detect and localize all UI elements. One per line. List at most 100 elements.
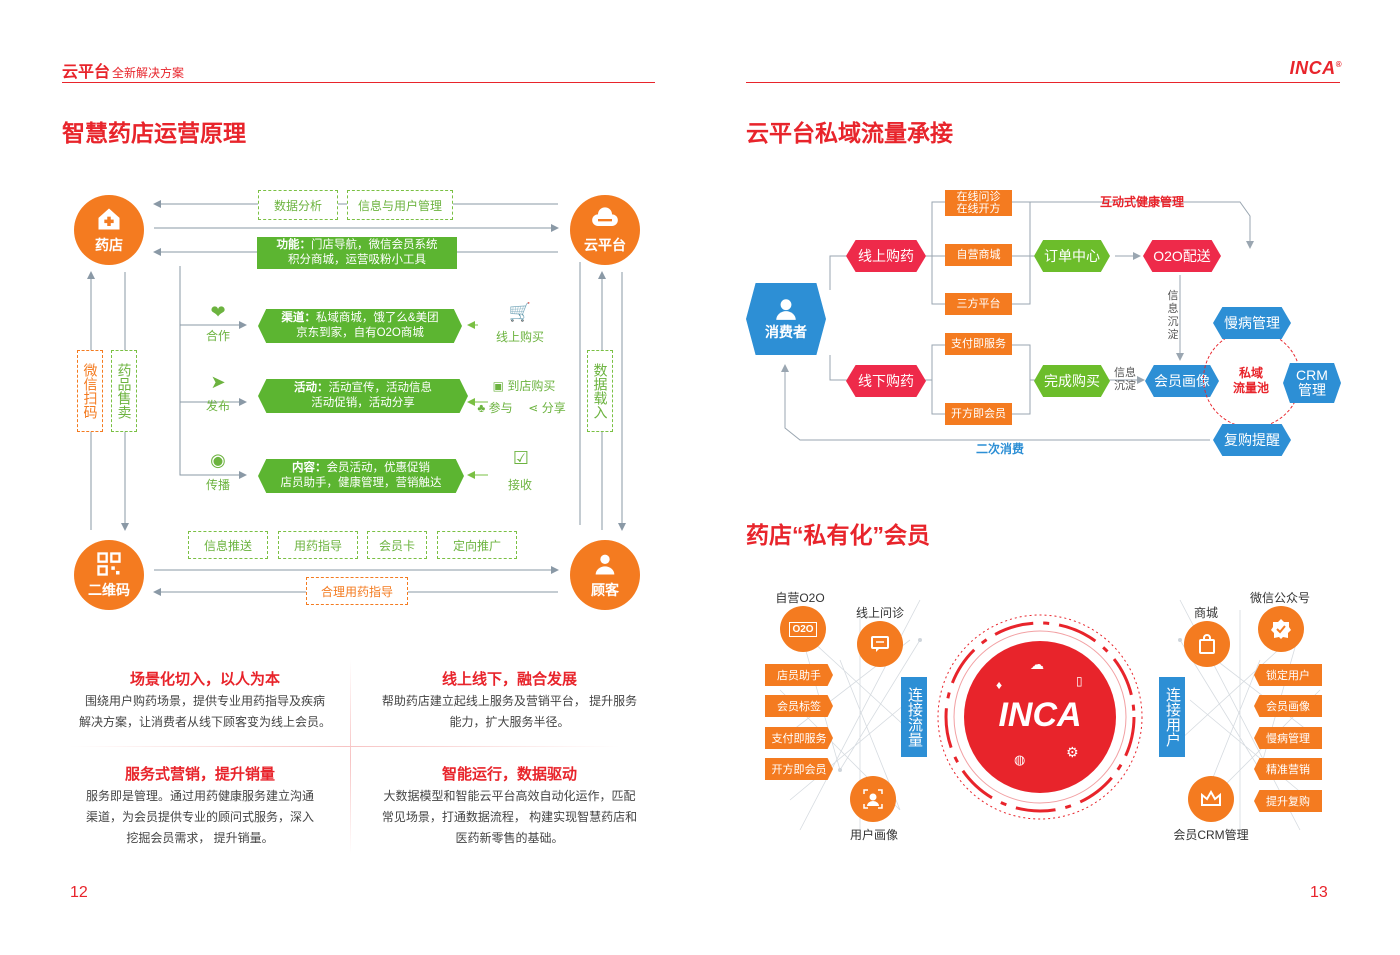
label-share: ⋖ 分享: [528, 401, 566, 415]
label-wechat-public: 微信公众号: [1249, 591, 1310, 605]
label-cooperate: 合作: [205, 329, 230, 343]
label-interactive-health: 互动式健康管理: [1100, 195, 1185, 209]
chat-icon: [871, 636, 889, 652]
label-participate: ♣ 参与: [477, 401, 513, 415]
gears-icon: ⚙: [1066, 744, 1079, 760]
globe-icon: ◍: [1014, 752, 1026, 767]
section-title-traffic: 云平台私域流量承接: [746, 120, 953, 146]
tag-open-member: 开方即会员: [765, 758, 833, 780]
o2o-circle: O2O: [780, 606, 826, 652]
label-mall: 商城: [1193, 606, 1218, 620]
tag-member-profile: 会员画像: [1254, 695, 1322, 717]
activity-box: 活动：活动宣传，活动信息 活动促销，活动分享: [258, 379, 468, 413]
node-qrcode: 二维码: [74, 540, 144, 610]
broadcast-icon: ◉: [210, 450, 226, 470]
tag-lock-user: 锁定用户: [1254, 664, 1322, 686]
bag-icon: [1199, 634, 1215, 654]
flow-pay-service: 支付即服务: [945, 333, 1012, 355]
private-pool-label: 私域流量池: [1232, 366, 1269, 395]
profile-circle: [850, 776, 896, 822]
flow-offline-buy: 线下购药: [846, 365, 926, 397]
o2o-screen-icon: O2O: [789, 621, 817, 637]
cloud-small-icon: ☁: [1030, 656, 1044, 672]
flow-self-mall: 自营商城: [945, 244, 1012, 266]
vbox-drug-sale: 药品售卖: [111, 350, 137, 432]
checkbox-icon: ☑: [512, 448, 530, 468]
node-pharmacy: 药店: [74, 195, 144, 265]
cart-icon: 🛒: [508, 302, 532, 322]
tag-data-analysis: 数据分析: [258, 190, 338, 220]
content-box: 内容：会员活动，优惠促销 店员助手，健康管理，营销触达: [258, 459, 464, 493]
card-divider-v: [350, 660, 351, 855]
card-divider-h: [70, 746, 620, 747]
handshake-icon: ❤: [210, 302, 226, 322]
person-icon: [776, 299, 796, 320]
section-title-operation: 智慧药店运营原理: [62, 120, 246, 146]
tag-precise-marketing: 精准营销: [1254, 758, 1322, 780]
share-icon: ⋖: [528, 401, 542, 415]
tag-targeted-promo: 定向推广: [437, 531, 517, 559]
label-member-crm: 会员CRM管理: [1173, 828, 1249, 842]
user-scan-icon: [863, 789, 883, 809]
crown-icon: [1201, 789, 1221, 806]
channel-box: 渠道：私域商城，饿了么&美团 京东到家，自有O2O商城: [258, 309, 462, 343]
tag-clerk-assistant: 店员助手: [765, 664, 833, 686]
tag-rational-med: 合理用药指导: [306, 577, 408, 605]
vbox-data-load: 数据载入: [587, 350, 613, 432]
label-info-settle-h: 信息沉淀: [1114, 367, 1136, 392]
label-online-buy: 线上购买: [495, 330, 544, 344]
flow-order-center: 订单中心: [1034, 240, 1110, 272]
card-service-marketing: 服务式营销，提升销量 服务即是管理。通过用药健康服务建立沟通渠道，为会员提供专业…: [85, 766, 314, 845]
vbox-wechat-scan: 微信扫码: [77, 350, 103, 432]
badge-check-icon: [1271, 619, 1291, 639]
node-cloud: 云平台: [570, 195, 640, 265]
cloud-icon: [592, 207, 618, 226]
crm-circle: [1188, 776, 1234, 822]
tag-member-label: 会员标签: [765, 695, 833, 717]
tag-pay-service: 支付即服务: [765, 727, 833, 749]
bulb-icon: ♦: [996, 678, 1003, 692]
group-icon: ♣: [477, 401, 489, 415]
header-brand: 云平台全新解决方案: [62, 64, 185, 81]
inca-center-emblem: [937, 614, 1143, 820]
wechat-circle: [1258, 606, 1304, 652]
flow-lines-right: [781, 201, 1254, 441]
flow-open-member: 开方即会员: [945, 403, 1012, 425]
header-divider-left: [62, 82, 655, 83]
label-receive: 接收: [507, 478, 532, 492]
page-number-left: 12: [70, 884, 88, 901]
card-scenario: 场景化切入，以人为本 围绕用户购药场景，提供专业用药指导及疾病解决方案，让消费者…: [78, 671, 331, 729]
flow-repurchase: 复购提醒: [1213, 424, 1291, 456]
label-publish: 发布: [205, 399, 230, 413]
label-spread: 传播: [205, 478, 230, 492]
mall-circle: [1184, 621, 1230, 667]
send-icon: ➤: [210, 372, 226, 392]
connect-user: 连接用户: [1159, 677, 1185, 757]
card-online-offline: 线上线下，融合发展 帮助药店建立起线上服务及营销平台， 提升服务能力，扩大服务半…: [381, 671, 638, 729]
store-icon: [98, 208, 120, 230]
function-box: 功能：门店导航，微信会员系统 积分商城，运营吸粉小工具: [257, 237, 457, 269]
store-buy-icon: ▣: [492, 379, 508, 393]
node-customer: 顾客: [570, 540, 640, 610]
phone-icon: ▯: [1076, 674, 1083, 688]
qrcode-icon: [97, 552, 121, 576]
tag-member-card: 会员卡: [367, 531, 427, 559]
tag-med-guide: 用药指导: [278, 531, 358, 559]
card-smart-data: 智能运行，数据驱动 大数据模型和智能云平台高效自动化运作，匹配常见场景，打通数据…: [381, 766, 638, 845]
inca-logo-header: INCA®: [1289, 58, 1342, 78]
flow-complete-buy: 完成购买: [1034, 365, 1110, 397]
page-number-right: 13: [1310, 884, 1328, 901]
tag-info-user-mgmt: 信息与用户管理: [347, 190, 453, 220]
section-title-member: 药店“私有化”会员: [746, 522, 930, 548]
label-info-settle-v: 信息沉淀: [1167, 290, 1179, 341]
consult-circle: [857, 621, 903, 667]
users-icon: [595, 554, 615, 575]
label-user-profile: 用户画像: [849, 828, 898, 842]
label-second-consume: 二次消费: [976, 442, 1025, 456]
header-divider-right: [746, 82, 1340, 83]
flow-online-consult: 在线问诊在线开方: [945, 190, 1012, 216]
flow-chronic: 慢病管理: [1213, 307, 1291, 339]
tag-info-push: 信息推送: [188, 531, 268, 559]
flow-online-buy: 线上购药: [846, 240, 926, 272]
